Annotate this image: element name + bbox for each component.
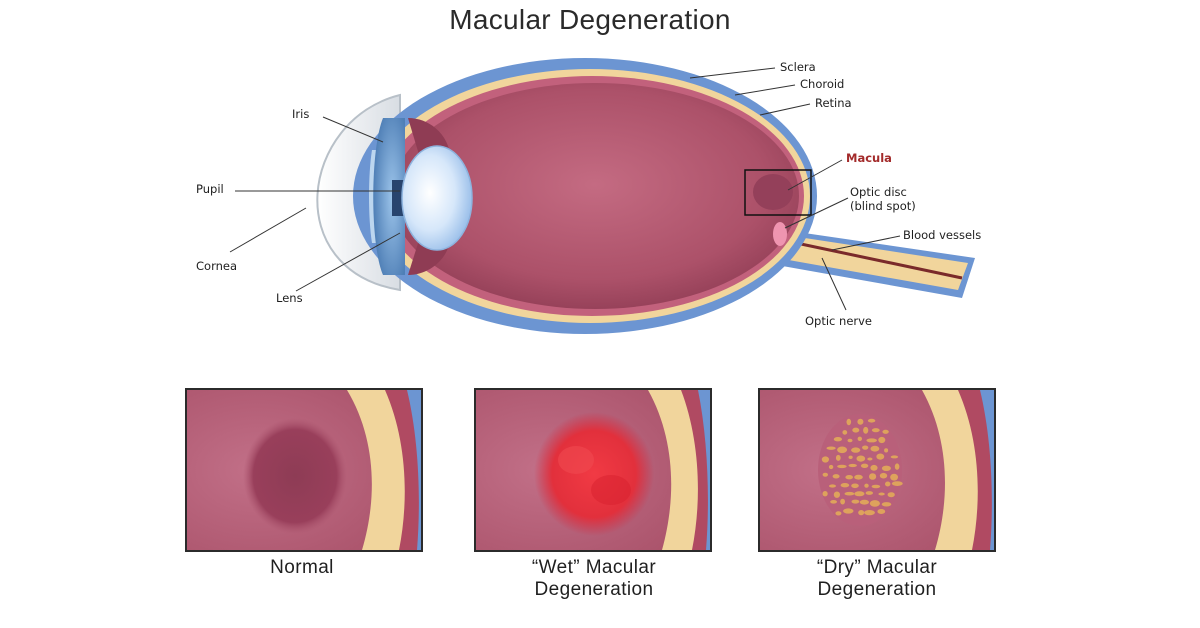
label-pupil: Pupil (196, 182, 224, 196)
macula-spot (753, 174, 793, 210)
macula-normal (243, 418, 347, 534)
label-optic-nerve: Optic nerve (805, 314, 872, 328)
drusen-dot (878, 436, 886, 444)
drusen-dot (852, 427, 860, 433)
drusen-dot (830, 500, 837, 504)
label-blind-spot: (blind spot) (850, 199, 916, 213)
eyeball-interior (391, 83, 799, 309)
drusen-dot (851, 499, 860, 504)
drusen-dot (876, 453, 885, 460)
caption-wet: “Wet” Macular Degeneration (531, 557, 657, 600)
drusen-dot (844, 491, 855, 496)
drusen-dot (860, 463, 869, 468)
optic-disc (773, 222, 787, 246)
drusen-dot (870, 464, 878, 471)
wet-macular-spot (534, 412, 654, 536)
macula-highlight-box (744, 169, 812, 216)
drusen-dot (854, 491, 865, 497)
drusen-dot (833, 491, 840, 498)
drusen-dot (851, 483, 859, 489)
drusen-dot (869, 500, 880, 507)
drusen-dot (826, 446, 836, 450)
drusen-dot (840, 498, 845, 505)
drusen-dot (837, 464, 847, 469)
drusen-dot (890, 473, 898, 481)
drusen-dot (882, 429, 889, 434)
drusen-dot (871, 428, 880, 433)
drusen-deposits (821, 418, 903, 516)
drusen-dot (845, 475, 853, 480)
drusen-dot (871, 484, 881, 489)
label-choroid: Choroid (800, 77, 844, 91)
drusen-dot (843, 508, 854, 514)
label-macula: Macula (846, 151, 892, 165)
drusen-dot (870, 445, 880, 452)
drusen-dot (877, 509, 886, 514)
drusen-dot (822, 472, 828, 477)
label-sclera: Sclera (780, 60, 816, 74)
drusen-dot (835, 454, 841, 461)
drusen-dot (828, 464, 834, 470)
drusen-dot (864, 510, 875, 516)
drusen-dot (835, 511, 842, 516)
drusen-dot (879, 472, 888, 479)
drusen-dot (867, 457, 873, 461)
drusen-dot (864, 483, 869, 488)
drusen-dot (851, 447, 861, 453)
drusen-dot (891, 481, 903, 486)
drusen-dot (878, 492, 885, 496)
panel-normal (185, 388, 423, 552)
drusen-dot (867, 418, 876, 423)
blood-vessel-line (781, 238, 963, 280)
drusen-dot (894, 463, 900, 470)
drusen-dot (884, 448, 889, 453)
drusen-dot (856, 455, 866, 462)
drusen-dot (821, 456, 829, 463)
caption-normal: Normal (270, 557, 334, 578)
drusen-dot (887, 492, 895, 498)
eye-cross-section: Sclera Choroid Retina Iris Pupil Cornea … (196, 58, 981, 334)
drusen-dot (848, 463, 857, 468)
iris (373, 118, 405, 275)
drusen-dot (832, 474, 840, 479)
drusen-dot (859, 499, 869, 505)
lens (401, 145, 473, 251)
drusen-dot (890, 455, 899, 459)
drusen-dot (846, 418, 852, 426)
drusen-dot (863, 426, 869, 434)
drusen-dot (866, 438, 877, 443)
drusen-dot (837, 446, 848, 454)
drusen-dot (857, 436, 862, 441)
label-retina: Retina (815, 96, 852, 110)
diagram-title: Macular Degeneration (449, 4, 731, 35)
drusen-dot (858, 510, 865, 516)
label-optic-disc: Optic disc (850, 185, 907, 199)
drusen-dot (881, 465, 891, 471)
drusen-dot (840, 483, 850, 488)
panel-wet (474, 388, 712, 552)
drusen-dot (869, 473, 877, 480)
label-lens: Lens (276, 291, 303, 305)
drusen-dot (822, 491, 828, 497)
drusen-dot (847, 438, 853, 443)
drusen-dot (833, 437, 842, 442)
drusen-dot (885, 481, 891, 487)
drusen-dot (865, 491, 873, 495)
drusen-dot (881, 502, 892, 507)
panel-dry (758, 388, 996, 552)
drusen-dot (842, 430, 848, 435)
label-cornea: Cornea (196, 259, 237, 273)
caption-dry: “Dry” Macular Degeneration (816, 557, 938, 600)
drusen-dot (848, 455, 853, 459)
drusen-dot (829, 484, 836, 488)
label-blood-vessels: Blood vessels (903, 228, 981, 242)
drusen-dot (854, 474, 863, 480)
drusen-dot (862, 445, 869, 450)
label-iris: Iris (292, 107, 309, 121)
drusen-dot (857, 418, 864, 425)
